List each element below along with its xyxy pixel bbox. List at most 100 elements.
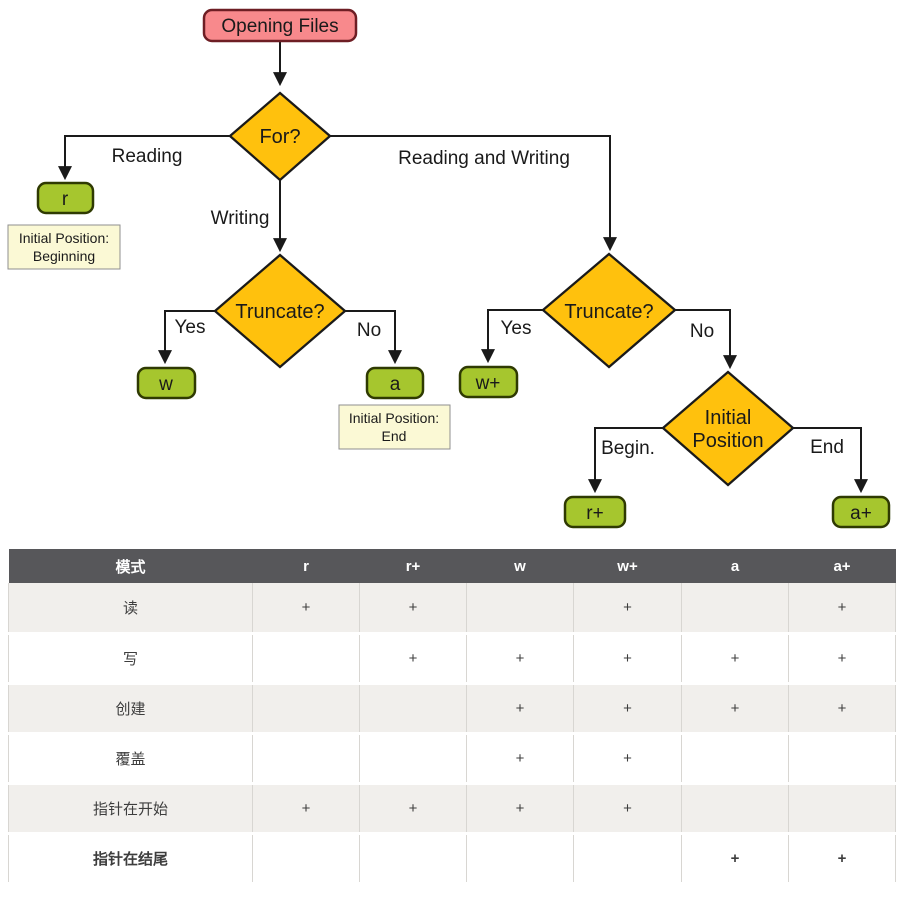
table-header-w: w bbox=[466, 549, 574, 583]
cell-create-a-plus: + bbox=[788, 683, 896, 733]
cell-read-r: + bbox=[252, 583, 360, 633]
mode-node-r-plus-label: r+ bbox=[586, 503, 603, 524]
table-row-read: 读 + + + + bbox=[8, 583, 896, 633]
edge-label-yes-1: Yes bbox=[175, 317, 206, 338]
table-row-write: 写 + + + + + bbox=[8, 633, 896, 683]
cell-read-a-plus: + bbox=[788, 583, 896, 633]
cell-read-w-plus: + bbox=[573, 583, 682, 633]
cell-truncate-a bbox=[681, 733, 789, 783]
cell-write-a-plus: + bbox=[788, 633, 896, 683]
cell-pointer-start-a bbox=[681, 783, 789, 833]
cell-read-w bbox=[466, 583, 574, 633]
table-header-a-plus: a+ bbox=[788, 549, 896, 583]
mode-node-a bbox=[365, 366, 425, 400]
decision-truncate-reading-writing-label: Truncate? bbox=[564, 301, 653, 323]
cell-write-w-plus: + bbox=[573, 633, 682, 683]
note-beginning-line2: Beginning bbox=[33, 248, 95, 264]
edge-label-yes-2: Yes bbox=[501, 318, 532, 339]
cell-write-w: + bbox=[466, 633, 574, 683]
decision-truncate-writing bbox=[213, 253, 347, 369]
start-node bbox=[202, 8, 358, 43]
edge-label-reading-and-writing: Reading and Writing bbox=[398, 148, 570, 169]
decision-truncate-writing-label: Truncate? bbox=[235, 301, 324, 323]
mode-node-a-plus-label: a+ bbox=[850, 503, 872, 524]
cell-truncate-w-plus: + bbox=[573, 733, 682, 783]
decision-initial-position-label-line2: Position bbox=[692, 430, 763, 452]
cell-create-a: + bbox=[681, 683, 789, 733]
edge-for-to-truncate-rw bbox=[330, 135, 617, 252]
edge-for-to-r bbox=[58, 135, 230, 181]
cell-truncate-r bbox=[252, 733, 360, 783]
cell-pointer-start-r-plus: + bbox=[359, 783, 467, 833]
row-label: 指针在结尾 bbox=[8, 833, 253, 883]
table-row-pointer-end: 指针在结尾 + + bbox=[8, 833, 896, 883]
edge-label-no-1: No bbox=[357, 320, 381, 341]
note-initial-position-end bbox=[338, 404, 451, 450]
mode-capability-table-container: 模式 r r+ w w+ a a+ 读 + + + + 写 + bbox=[8, 549, 896, 885]
mode-node-r-plus bbox=[563, 495, 627, 529]
row-label: 创建 bbox=[8, 683, 253, 733]
table-header-mode: 模式 bbox=[8, 549, 253, 583]
cell-read-r-plus: + bbox=[359, 583, 467, 633]
edge-truncate-rw-no bbox=[675, 309, 737, 370]
cell-write-a: + bbox=[681, 633, 789, 683]
edge-initial-begin bbox=[588, 427, 663, 494]
mode-node-a-label: a bbox=[390, 374, 401, 395]
edge-label-writing: Writing bbox=[211, 208, 270, 229]
cell-pointer-end-w-plus bbox=[573, 833, 682, 883]
edge-label-reading: Reading bbox=[112, 146, 183, 167]
note-initial-position-beginning bbox=[7, 224, 121, 270]
cell-pointer-start-r: + bbox=[252, 783, 360, 833]
mode-node-w bbox=[136, 366, 197, 400]
mode-node-r-label: r bbox=[62, 189, 69, 210]
note-beginning-line1: Initial Position: bbox=[19, 230, 109, 246]
edge-truncate-rw-yes bbox=[481, 309, 543, 364]
decision-for-label: For? bbox=[259, 126, 300, 148]
mode-capability-table: 模式 r r+ w w+ a a+ 读 + + + + 写 + bbox=[8, 549, 896, 885]
table-row-pointer-start: 指针在开始 + + + + bbox=[8, 783, 896, 833]
table-row-create: 创建 + + + + bbox=[8, 683, 896, 733]
edge-initial-end bbox=[793, 427, 868, 494]
edge-label-end: End bbox=[810, 437, 844, 458]
table-header-row: 模式 r r+ w w+ a a+ bbox=[8, 549, 896, 583]
cell-create-r-plus bbox=[359, 683, 467, 733]
cell-pointer-end-a: + bbox=[681, 833, 789, 883]
mode-node-w-plus bbox=[458, 365, 519, 399]
decision-initial-position-label-line1: Initial bbox=[705, 407, 752, 429]
cell-pointer-end-r bbox=[252, 833, 360, 883]
note-end-line2: End bbox=[382, 428, 407, 444]
cell-truncate-a-plus bbox=[788, 733, 896, 783]
cell-truncate-w: + bbox=[466, 733, 574, 783]
cell-pointer-end-a-plus: + bbox=[788, 833, 896, 883]
cell-create-w: + bbox=[466, 683, 574, 733]
note-end-line1: Initial Position: bbox=[349, 410, 439, 426]
mode-node-r bbox=[36, 181, 95, 215]
edge-label-no-2: No bbox=[690, 321, 714, 342]
cell-create-r bbox=[252, 683, 360, 733]
cell-pointer-start-w-plus: + bbox=[573, 783, 682, 833]
row-label: 读 bbox=[8, 583, 253, 633]
table-header-a: a bbox=[681, 549, 789, 583]
cell-write-r bbox=[252, 633, 360, 683]
edge-truncate-w-yes bbox=[158, 310, 215, 365]
row-label: 覆盖 bbox=[8, 733, 253, 783]
table-header-r: r bbox=[252, 549, 360, 583]
row-label: 写 bbox=[8, 633, 253, 683]
cell-pointer-end-w bbox=[466, 833, 574, 883]
edge-label-begin: Begin. bbox=[601, 438, 655, 459]
decision-for bbox=[228, 91, 332, 182]
cell-pointer-start-w: + bbox=[466, 783, 574, 833]
mode-node-a-plus bbox=[831, 495, 891, 529]
mode-node-w-plus-label: w+ bbox=[475, 373, 501, 394]
decision-initial-position bbox=[661, 370, 795, 487]
table-row-truncate: 覆盖 + + bbox=[8, 733, 896, 783]
edge-truncate-w-no bbox=[345, 310, 402, 365]
cell-pointer-end-r-plus bbox=[359, 833, 467, 883]
cell-write-r-plus: + bbox=[359, 633, 467, 683]
mode-node-w-label: w bbox=[158, 374, 173, 395]
row-label: 指针在开始 bbox=[8, 783, 253, 833]
cell-pointer-start-a-plus bbox=[788, 783, 896, 833]
cell-read-a bbox=[681, 583, 789, 633]
cell-create-w-plus: + bbox=[573, 683, 682, 733]
table-header-w-plus: w+ bbox=[573, 549, 682, 583]
